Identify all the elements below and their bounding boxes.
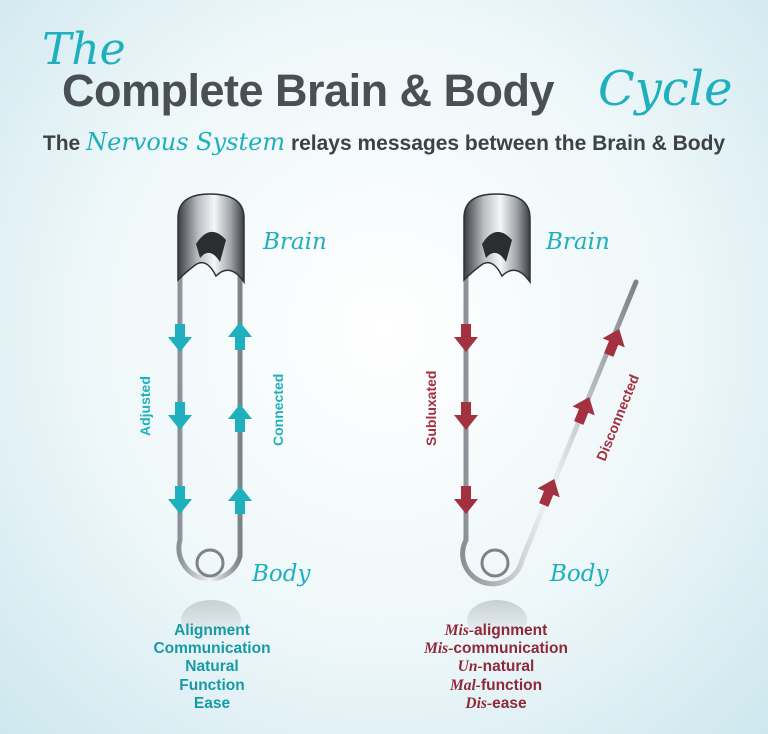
outcome-rest: function <box>480 676 543 694</box>
subtitle-prefix: The <box>42 132 81 155</box>
subtitle-suffix: relays messages between the Brain & Body <box>290 132 726 155</box>
outcome-prefix: Mis- <box>444 622 475 639</box>
left-outcome-item: Alignment <box>174 622 250 639</box>
right-outcome-item: Mal-function <box>396 677 596 695</box>
outcome-prefix: Dis- <box>465 694 493 712</box>
left-down-arrow-2 <box>168 402 192 430</box>
right-down-arrow-2 <box>454 402 478 430</box>
outcome-prefix: Mis- <box>424 640 454 658</box>
outcome-rest: ease <box>492 694 527 712</box>
right-safety-pin: Brain Body Subluxated Disconnected <box>423 193 642 640</box>
left-down-arrow-1 <box>168 324 192 352</box>
left-safety-pin: Brain Body Adjusted Connected <box>137 193 327 640</box>
left-up-label: Connected <box>270 374 286 446</box>
title-cycle: Cycle <box>598 61 733 117</box>
left-up-arrow-3 <box>228 486 252 514</box>
right-down-label: Subluxated <box>423 371 439 446</box>
left-down-arrow-3 <box>168 486 192 514</box>
outcome-prefix: Un- <box>457 658 483 676</box>
subtitle-highlight: Nervous System <box>86 128 286 156</box>
right-down-arrow-3 <box>454 486 478 514</box>
right-outcome-item: Mis-alignment <box>396 622 596 640</box>
right-outcome-item: Dis-ease <box>396 695 596 713</box>
right-brain-label: Brain <box>545 229 610 255</box>
left-outcome-item: Natural <box>185 658 239 676</box>
left-brain-label: Brain <box>262 229 327 255</box>
right-outcome-item: Un-natural <box>396 658 596 676</box>
right-up-label: Disconnected <box>593 372 642 463</box>
left-outcome-item: Communication <box>153 640 271 658</box>
left-down-label: Adjusted <box>137 376 153 436</box>
title-main: Complete Brain & Body <box>62 65 555 116</box>
left-up-arrow-1 <box>228 322 252 350</box>
right-up-arrow-1 <box>532 474 566 510</box>
right-outcome-item: Mis-communication <box>396 640 596 658</box>
subtitle: The Nervous System relays messages betwe… <box>0 128 768 156</box>
left-body-label: Body <box>251 561 311 587</box>
left-pin-wire <box>176 259 243 582</box>
left-up-arrow-2 <box>228 404 252 432</box>
right-outcome-list: Mis-alignment Mis-communication Un-natur… <box>396 622 596 713</box>
left-pin-reflection <box>181 600 241 640</box>
outcome-rest: communication <box>453 640 568 658</box>
right-up-arrow-2 <box>567 392 601 428</box>
outcome-rest: natural <box>482 658 535 676</box>
right-pin-head-fold <box>482 231 512 262</box>
outcome-rest: alignment <box>474 622 548 639</box>
left-outcome-list: Alignment Communication Natural Function… <box>112 622 312 713</box>
left-pin-coil <box>195 548 225 578</box>
right-pin-coil <box>480 548 510 578</box>
right-body-label: Body <box>549 561 609 587</box>
right-pin-wire <box>460 259 639 587</box>
right-down-arrow-1 <box>454 324 478 352</box>
left-outcome-item: Ease <box>193 694 231 712</box>
left-pin-head-fold <box>196 231 226 262</box>
left-outcome-item: Function <box>179 676 245 694</box>
title-the: The <box>42 24 126 75</box>
right-pin-reflection <box>467 600 527 640</box>
outcome-prefix: Mal- <box>449 676 481 694</box>
